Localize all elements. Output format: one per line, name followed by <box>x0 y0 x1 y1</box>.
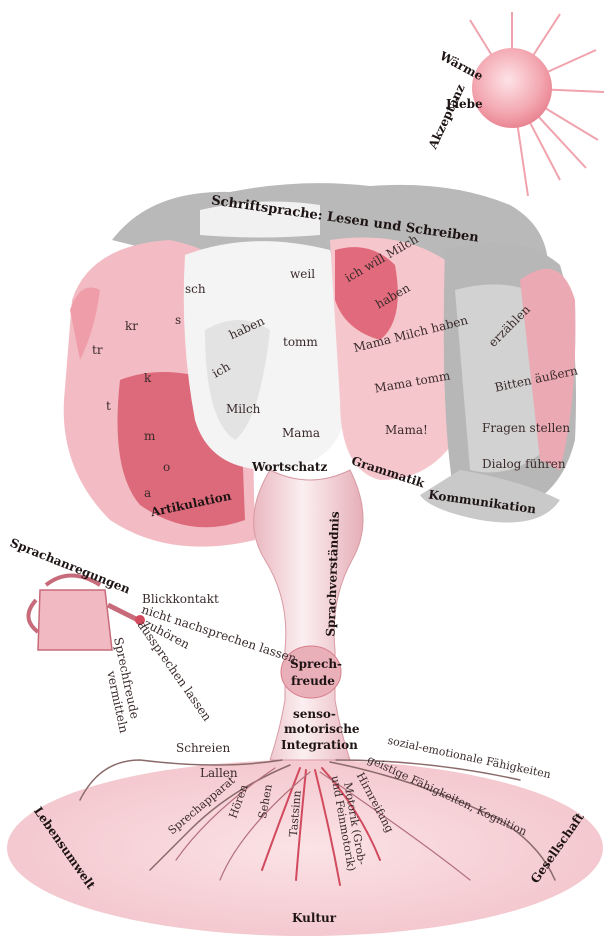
senso-line3: Integration <box>281 739 358 751</box>
sound-kr: kr <box>125 320 138 332</box>
sound-a: a <box>144 487 151 499</box>
senso-line2: motorische <box>284 723 360 735</box>
stimulus-blickkontakt: Blickkontakt <box>142 593 219 605</box>
comm-fragen: Fragen stellen <box>482 422 570 434</box>
word-weil: weil <box>290 268 315 280</box>
grammar-phrase-5: Mama! <box>385 424 428 436</box>
vocabulary-title: Wortschatz <box>252 461 327 473</box>
comm-dialog: Dialog führen <box>482 458 566 470</box>
sound-tr: tr <box>92 344 103 356</box>
sprechfreude-line1: Sprech- <box>290 658 342 670</box>
sound-s: s <box>175 314 181 326</box>
sound-sch: sch <box>185 283 206 295</box>
word-milch: Milch <box>226 403 260 415</box>
word-tomm: tomm <box>283 336 318 348</box>
sound-o: o <box>163 461 170 473</box>
root-schreien: Schreien <box>176 742 230 754</box>
word-mama: Mama <box>282 427 320 439</box>
sun <box>470 12 604 196</box>
sound-m: m <box>144 430 155 442</box>
sprechfreude-line2: freude <box>291 675 335 687</box>
sound-t: t <box>106 400 111 412</box>
senso-line1: senso- <box>293 708 336 720</box>
sound-k: k <box>144 372 151 384</box>
ground-center: Kultur <box>292 912 336 924</box>
